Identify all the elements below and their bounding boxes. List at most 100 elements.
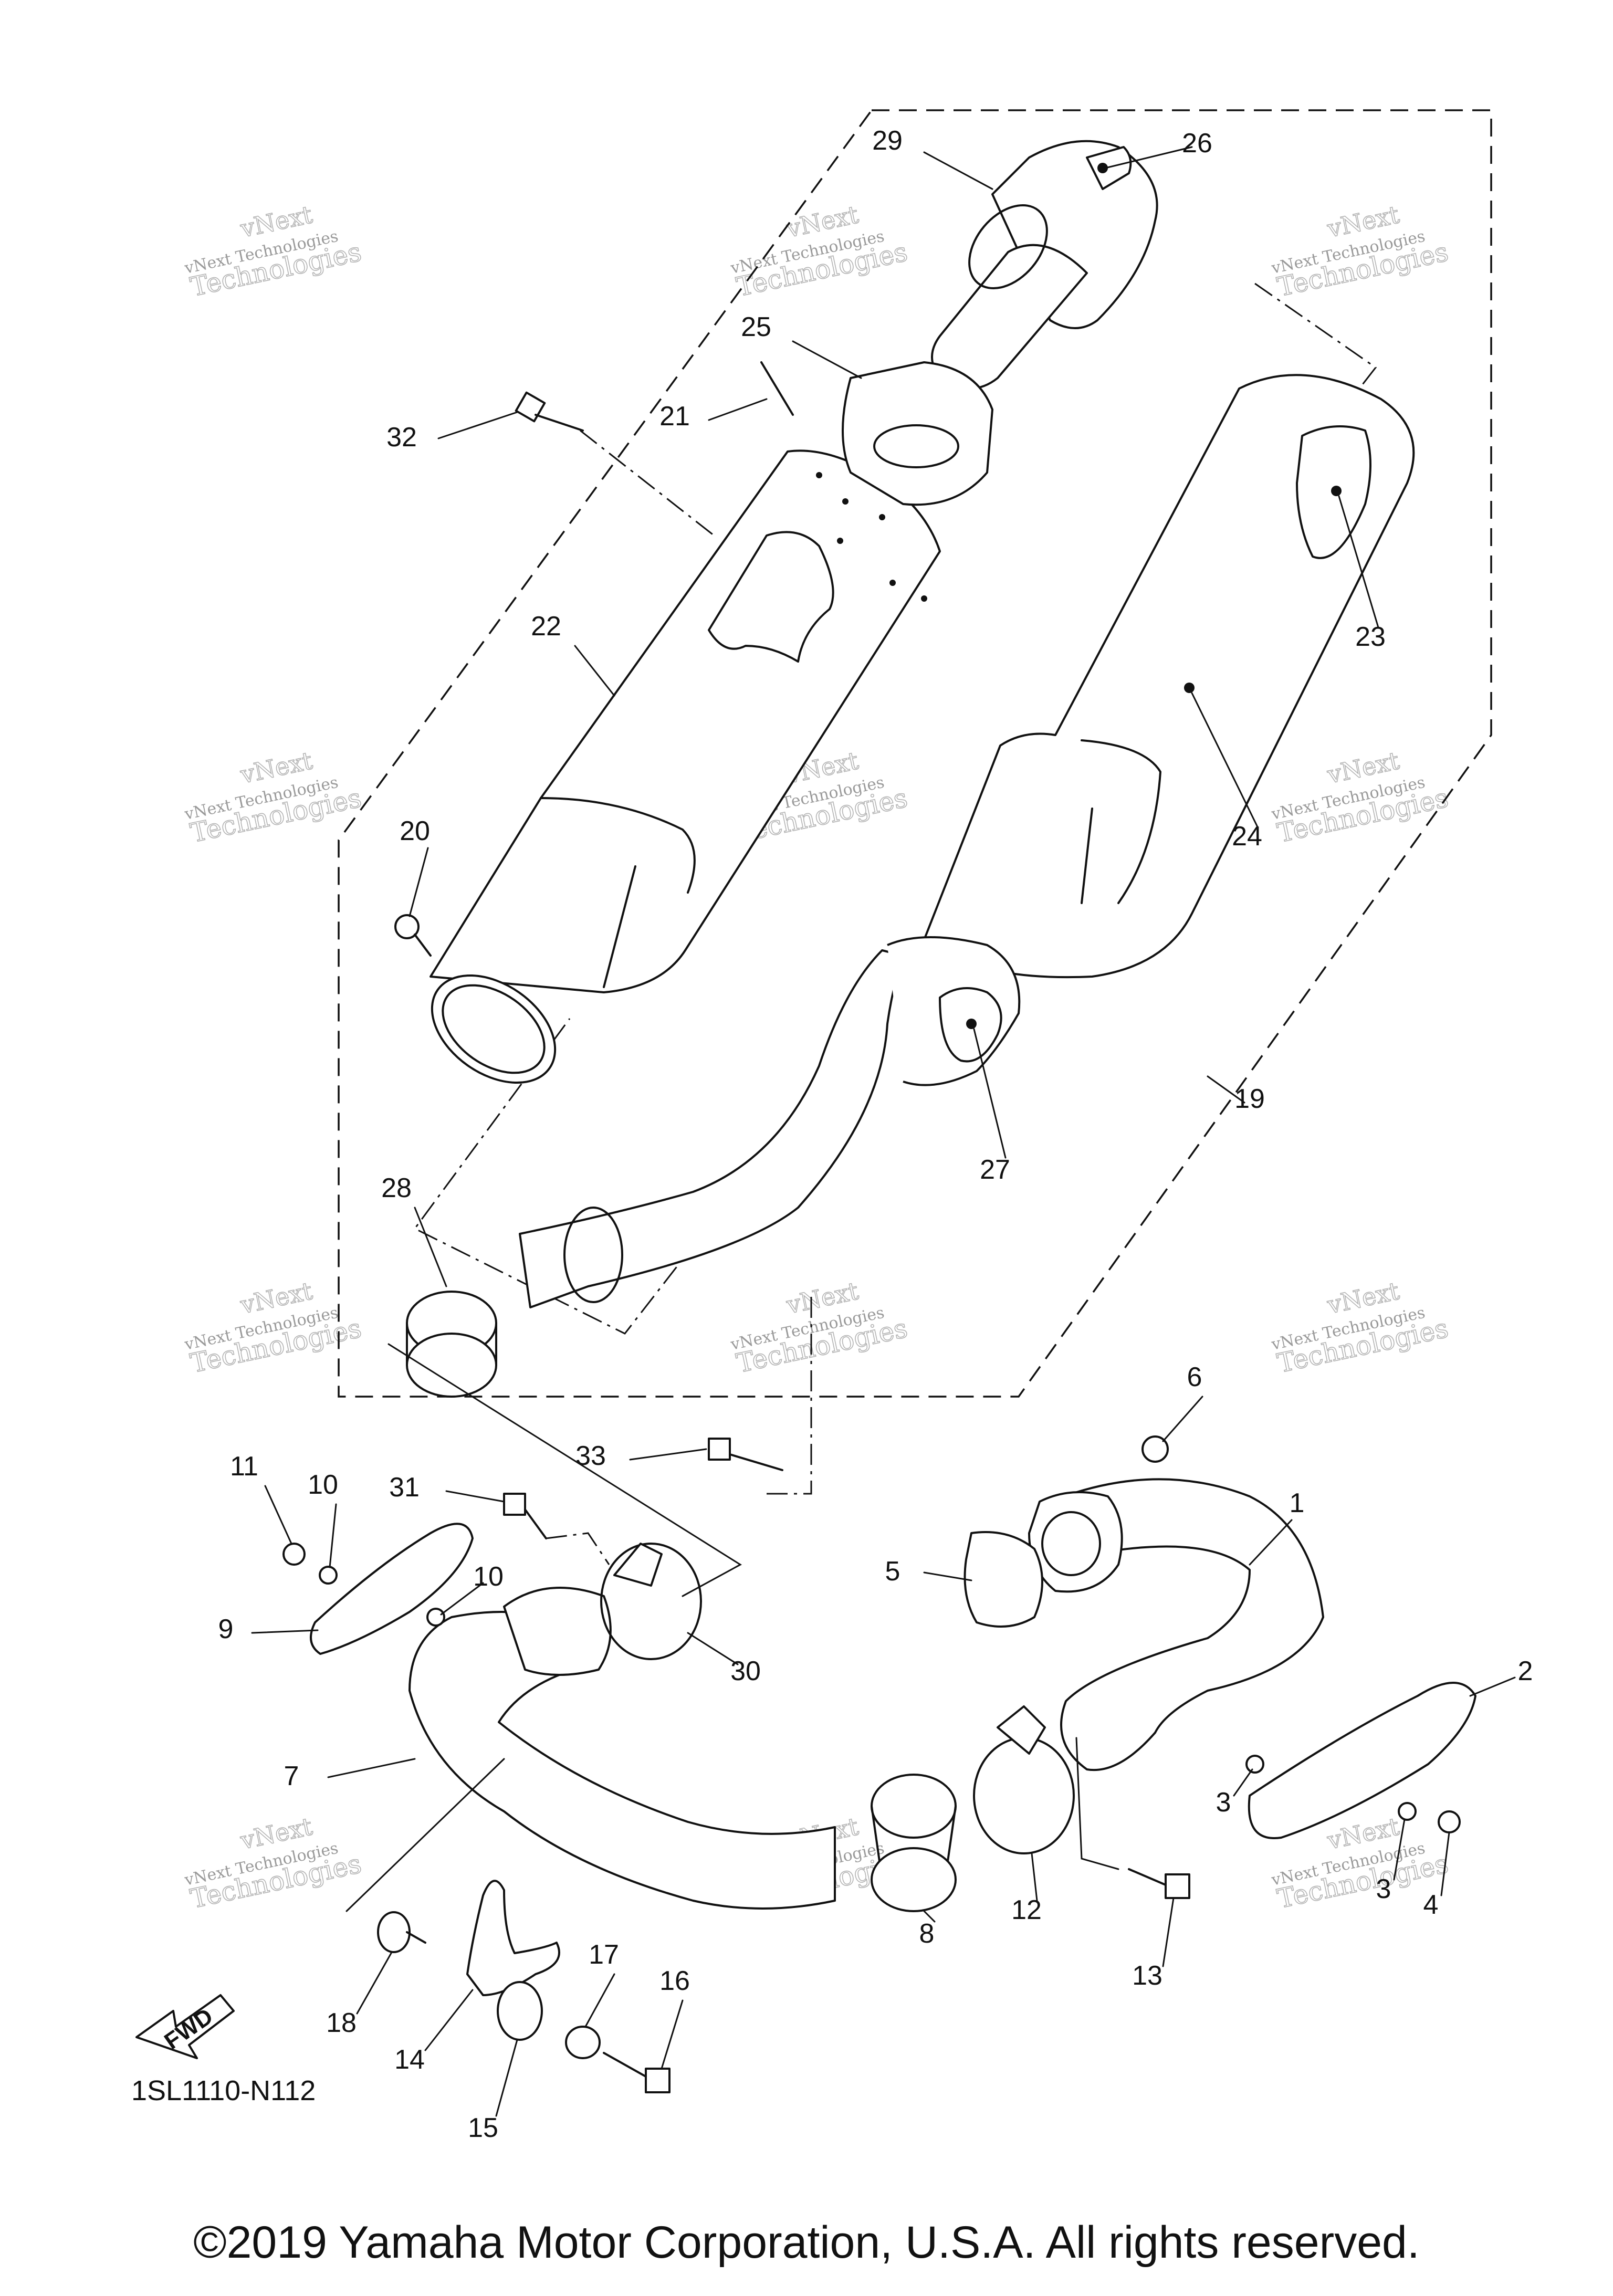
leader-line — [629, 1448, 707, 1461]
heat-guard-9 — [310, 1523, 474, 1655]
leader-line — [437, 411, 518, 439]
part-number-label: 29 — [872, 125, 903, 156]
part-number-label: 7 — [284, 1761, 299, 1791]
part-number-label: 3 — [1216, 1787, 1231, 1818]
part-number-label: 25 — [741, 312, 771, 342]
bracket-14 — [466, 1880, 560, 1996]
part-number-label: 8 — [919, 1918, 935, 1949]
end-cap-29 — [931, 140, 1158, 390]
part-number-label: 17 — [589, 1939, 619, 1970]
leader-line — [1233, 1768, 1253, 1797]
leader-line — [708, 398, 768, 421]
part-number-label: 23 — [1355, 622, 1386, 652]
leader-line — [1104, 146, 1193, 169]
part-number-label: 6 — [1187, 1362, 1202, 1392]
leader-line — [1249, 1519, 1293, 1566]
leader-line — [414, 1207, 447, 1287]
part-number-label: 28 — [381, 1173, 412, 1203]
leader-line — [409, 847, 429, 917]
leader-line — [923, 1571, 972, 1581]
leader-line — [356, 1952, 392, 2015]
leader-line — [792, 340, 862, 379]
leader-line — [327, 1758, 416, 1778]
leader-line — [923, 151, 993, 190]
leader-line — [1162, 1396, 1203, 1442]
leader-line — [1191, 692, 1259, 828]
part-number-label: 27 — [980, 1155, 1010, 1185]
fwd-arrow-icon: FWD — [135, 1994, 235, 2059]
part-number-label: 32 — [386, 422, 417, 453]
muffler-body-24 — [923, 374, 1415, 979]
part-number-label: 3 — [1376, 1874, 1391, 1904]
part-number-label: 10 — [473, 1561, 504, 1592]
diagram-code: 1SL1110-N112 — [131, 2075, 316, 2106]
rear-pipe-7 — [409, 1587, 957, 1912]
part-number-label: 1 — [1290, 1488, 1305, 1518]
gasket-plate-25 — [842, 361, 993, 506]
leader-line — [440, 1582, 484, 1616]
heat-guard-2 — [1248, 1682, 1476, 1839]
part-number-label: 2 — [1518, 1656, 1533, 1686]
part-number-label: 22 — [531, 611, 561, 642]
gasket-5 — [963, 1531, 1043, 1628]
assembly-boundary-19 — [338, 109, 1492, 1398]
inner-silencer-22 — [430, 449, 941, 1084]
part-number-label: 15 — [468, 2113, 498, 2143]
leader-line — [1338, 495, 1379, 628]
part-number-label: 16 — [659, 1966, 690, 1996]
inner-reference-box — [413, 282, 1377, 1335]
leader-line — [661, 1999, 684, 2070]
leader-line — [973, 1028, 1007, 1159]
part-number-label: 24 — [1232, 821, 1262, 852]
part-number-label: 26 — [1182, 128, 1212, 159]
leader-line — [1440, 1831, 1450, 1896]
part-number-label: 19 — [1234, 1084, 1265, 1114]
part-number-label: 12 — [1011, 1895, 1042, 1925]
leader-line — [1031, 1852, 1038, 1902]
part-number-label: 21 — [659, 401, 690, 432]
part-number-label: 33 — [575, 1441, 606, 1471]
part-number-label: 13 — [1132, 1960, 1162, 1991]
part-number-label: 10 — [308, 1470, 338, 1500]
part-number-label: 18 — [326, 2008, 357, 2038]
leader-line — [1207, 1075, 1245, 1104]
part-number-label: 30 — [730, 1656, 761, 1686]
leader-line — [923, 1910, 936, 1923]
leader-line — [1469, 1676, 1516, 1697]
part-number-label: 4 — [1423, 1890, 1439, 1920]
leader-line — [1393, 1818, 1406, 1881]
leader-line — [574, 645, 615, 697]
part-number-label: 9 — [218, 1614, 234, 1644]
part-number-label: 14 — [394, 2045, 425, 2075]
leader-line — [584, 1973, 615, 2028]
leader-line — [1162, 1897, 1175, 1967]
leader-line — [445, 1490, 505, 1503]
leader-line — [687, 1632, 739, 1665]
leader-line — [424, 1989, 474, 2051]
hardware-fasteners — [282, 361, 1461, 2093]
leader-line — [264, 1485, 292, 1545]
part-number-label: 31 — [389, 1472, 420, 1503]
leader-dots — [966, 163, 1342, 1029]
clamp-30 — [600, 1543, 702, 1660]
part-number-label: 20 — [400, 816, 430, 846]
leader-line — [251, 1629, 319, 1634]
assembly-reference-lines — [345, 429, 1119, 1912]
header-pipe-1 — [1028, 1478, 1324, 1771]
part-number-label: 5 — [885, 1556, 900, 1587]
leader-line — [495, 2039, 518, 2117]
copyright-notice: ©2019 Yamaha Motor Corporation, U.S.A. A… — [193, 2217, 1420, 2268]
leader-line — [329, 1503, 337, 1568]
